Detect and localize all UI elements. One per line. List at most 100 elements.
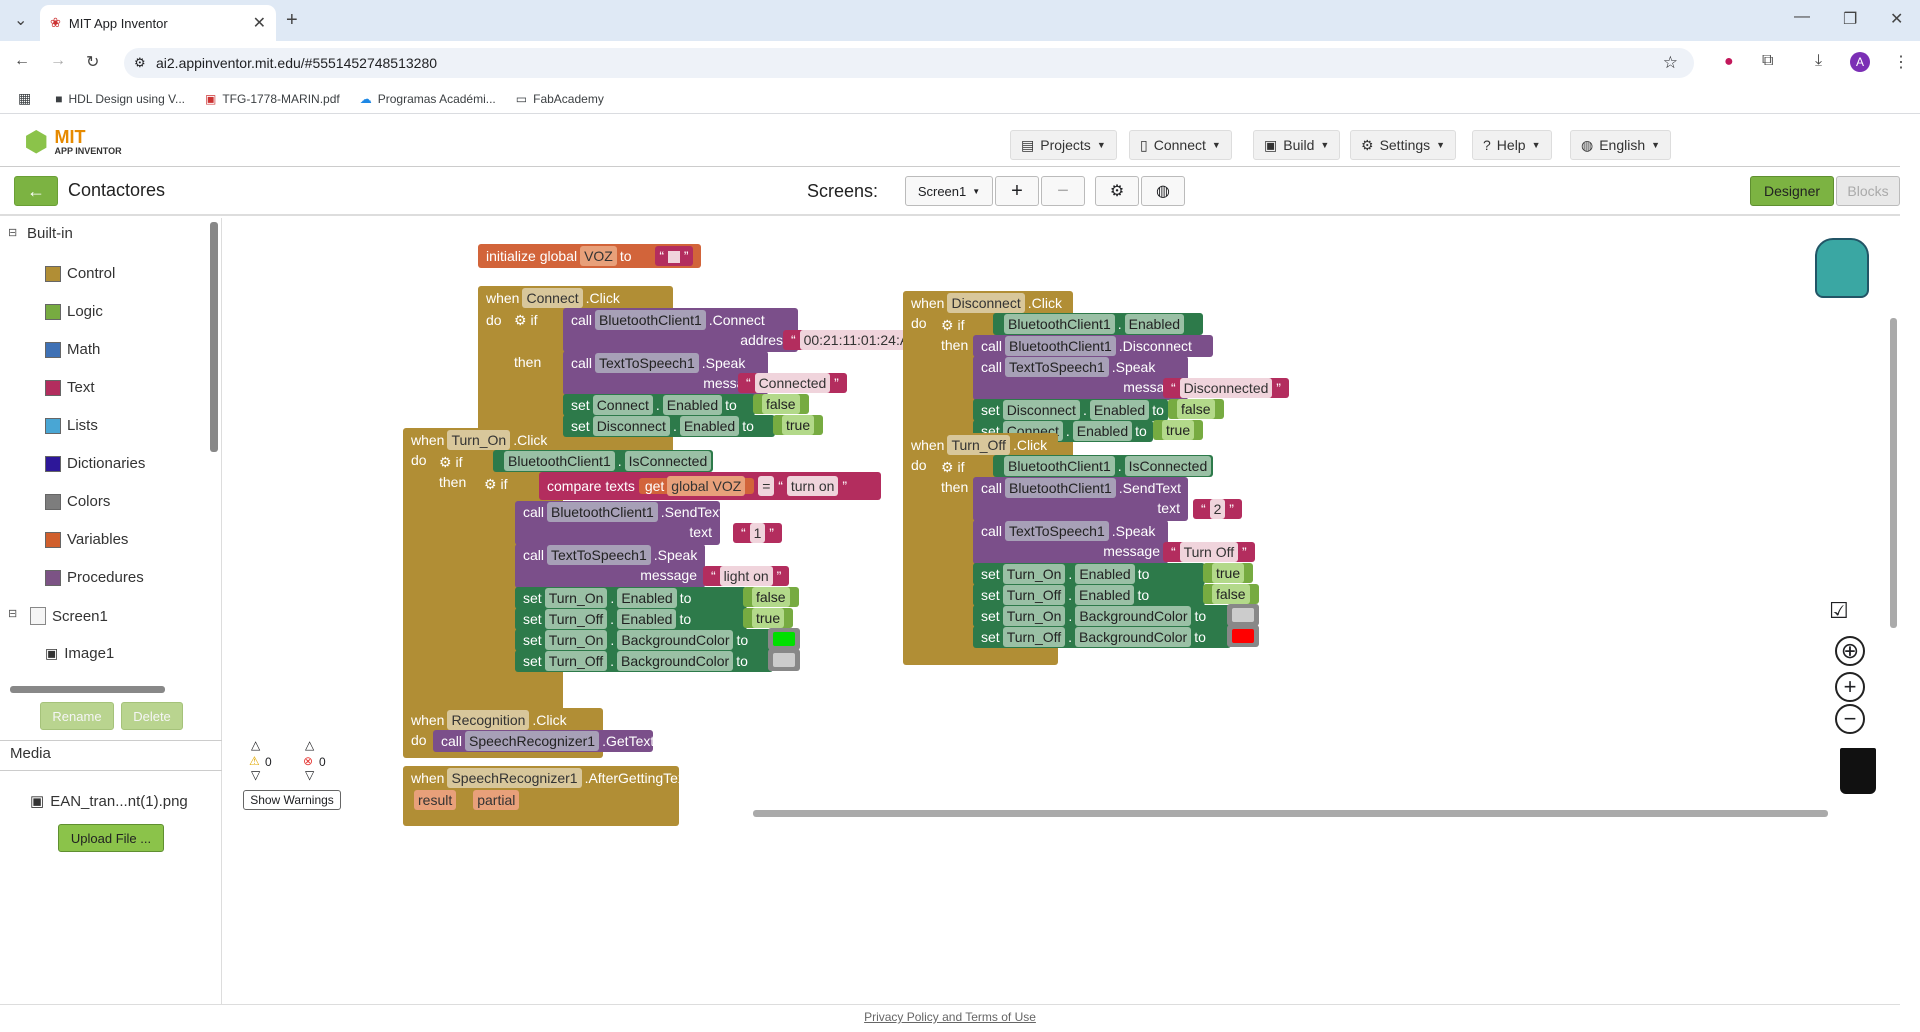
builtin-label[interactable]: Built-in	[27, 225, 73, 242]
sidebar-scrollbar[interactable]	[210, 222, 218, 452]
var-name-field[interactable]: VOZ	[580, 246, 617, 266]
nested-if-block[interactable]: ⚙ if	[478, 472, 518, 714]
preview-button[interactable]: ◍	[1141, 176, 1185, 206]
sidebar-hscroll[interactable]	[10, 686, 165, 693]
bookmark-programas[interactable]: ☁Programas Académi...	[359, 91, 496, 106]
tab-list-icon[interactable]: ⌄	[14, 12, 28, 29]
operator-dropdown[interactable]: =	[758, 476, 775, 496]
param-result[interactable]: result	[414, 790, 457, 810]
build-menu[interactable]: ▣Build▼	[1253, 130, 1341, 160]
minimize-icon[interactable]: —	[1794, 8, 1810, 25]
light-on-text-block[interactable]: “ light on ”	[703, 566, 790, 586]
privacy-link[interactable]: Privacy Policy and Terms of Use	[864, 1010, 1036, 1024]
collapse-icon[interactable]: ⊟	[8, 227, 18, 239]
warning-indicator[interactable]: △ ⚠ 0 ▽ △ ⊗ 0 ▽	[243, 738, 343, 788]
gray-color-block[interactable]	[1227, 604, 1259, 626]
back-button[interactable]: ←	[14, 176, 58, 206]
false-block[interactable]: false	[753, 394, 809, 414]
address-text-block[interactable]: “ 00:21:11:01:24:A0 ”	[783, 330, 938, 350]
true-block[interactable]: true	[1203, 563, 1254, 583]
bookmark-star-icon[interactable]: ☆	[1662, 53, 1678, 72]
bt-isconnected-getter[interactable]: BluetoothClient1.IsConnected	[993, 455, 1213, 477]
extension-icon[interactable]: ●	[1724, 53, 1734, 70]
add-screen-button[interactable]: +	[995, 176, 1039, 206]
site-info-icon[interactable]: ⚙	[134, 55, 146, 70]
message-text-block[interactable]: “ Disconnected ”	[1163, 378, 1289, 398]
upload-file-button[interactable]: Upload File ...	[58, 824, 164, 852]
bt-enabled-getter[interactable]: BluetoothClient1.Enabled	[993, 313, 1203, 335]
arrow-up-icon[interactable]: △	[251, 738, 261, 752]
false-block[interactable]: false	[1168, 399, 1224, 419]
download-icon[interactable]: ⤓	[1815, 52, 1823, 69]
puzzle-icon[interactable]: ⧉	[1762, 52, 1774, 69]
category-control[interactable]: Control	[45, 265, 115, 282]
text-one-block[interactable]: “ 1 ”	[733, 523, 782, 543]
designer-button[interactable]: Designer	[1750, 176, 1834, 206]
close-icon[interactable]: ✕	[252, 15, 266, 32]
blocks-button[interactable]: Blocks	[1836, 176, 1900, 206]
category-colors[interactable]: Colors	[45, 493, 110, 510]
category-logic[interactable]: Logic	[45, 303, 103, 320]
collapse-screen-icon[interactable]: ⊟	[8, 608, 18, 620]
bt-isconnected-getter[interactable]: BluetoothClient1.IsConnected	[493, 450, 713, 472]
browser-tab[interactable]: ❀ MIT App Inventor ✕	[40, 5, 276, 41]
category-lists[interactable]: Lists	[45, 417, 98, 434]
bookmark-hdl[interactable]: ■HDL Design using V...	[55, 91, 185, 106]
collapse-all-icon[interactable]: ☑	[1829, 598, 1849, 623]
true-block[interactable]: true	[743, 608, 794, 628]
zoom-in-icon[interactable]: +	[1835, 672, 1865, 702]
mutator-icon[interactable]: ⚙	[484, 476, 497, 492]
true-block[interactable]: true	[1153, 420, 1204, 440]
projects-menu[interactable]: ▤Projects▼	[1010, 130, 1117, 160]
turn-off-text-block[interactable]: “ Turn Off ”	[1163, 542, 1255, 562]
new-tab-icon[interactable]: +	[286, 9, 298, 31]
apps-grid-icon[interactable]: ▦	[18, 90, 32, 106]
category-text[interactable]: Text	[45, 379, 95, 396]
profile-avatar[interactable]: A	[1850, 52, 1870, 72]
trash-icon[interactable]	[1840, 748, 1876, 794]
reload-icon[interactable]: ↻	[86, 54, 100, 71]
param-partial[interactable]: partial	[473, 790, 520, 810]
mutator-icon[interactable]: ⚙	[439, 454, 452, 470]
category-procedures[interactable]: Procedures	[45, 569, 144, 586]
gray-color-block[interactable]	[768, 649, 800, 671]
red-color-block[interactable]	[1227, 625, 1259, 647]
project-properties-button[interactable]: ⚙	[1095, 176, 1139, 206]
url-field[interactable]: ⚙ ai2.appinventor.mit.edu/#5551452748513…	[124, 48, 1694, 78]
settings-menu[interactable]: ⚙Settings▼	[1350, 130, 1457, 160]
language-menu[interactable]: ◍English▼	[1570, 130, 1672, 160]
mutator-icon[interactable]: ⚙	[514, 312, 527, 328]
browser-menu-icon[interactable]: ⋮	[1893, 54, 1909, 71]
back-icon[interactable]: ←	[14, 52, 30, 69]
tree-image1[interactable]: ▣Image1	[45, 645, 115, 662]
help-menu[interactable]: ?Help▼	[1472, 130, 1552, 160]
remove-screen-button[interactable]: −	[1041, 176, 1085, 206]
category-variables[interactable]: Variables	[45, 531, 128, 548]
category-math[interactable]: Math	[45, 341, 100, 358]
mutator-icon[interactable]: ⚙	[941, 459, 954, 475]
green-color-block[interactable]	[768, 628, 800, 650]
connect-menu[interactable]: ▯Connect▼	[1129, 130, 1232, 160]
mutator-icon[interactable]: ⚙	[941, 317, 954, 333]
arrow-down-icon[interactable]: ▽	[251, 768, 261, 782]
